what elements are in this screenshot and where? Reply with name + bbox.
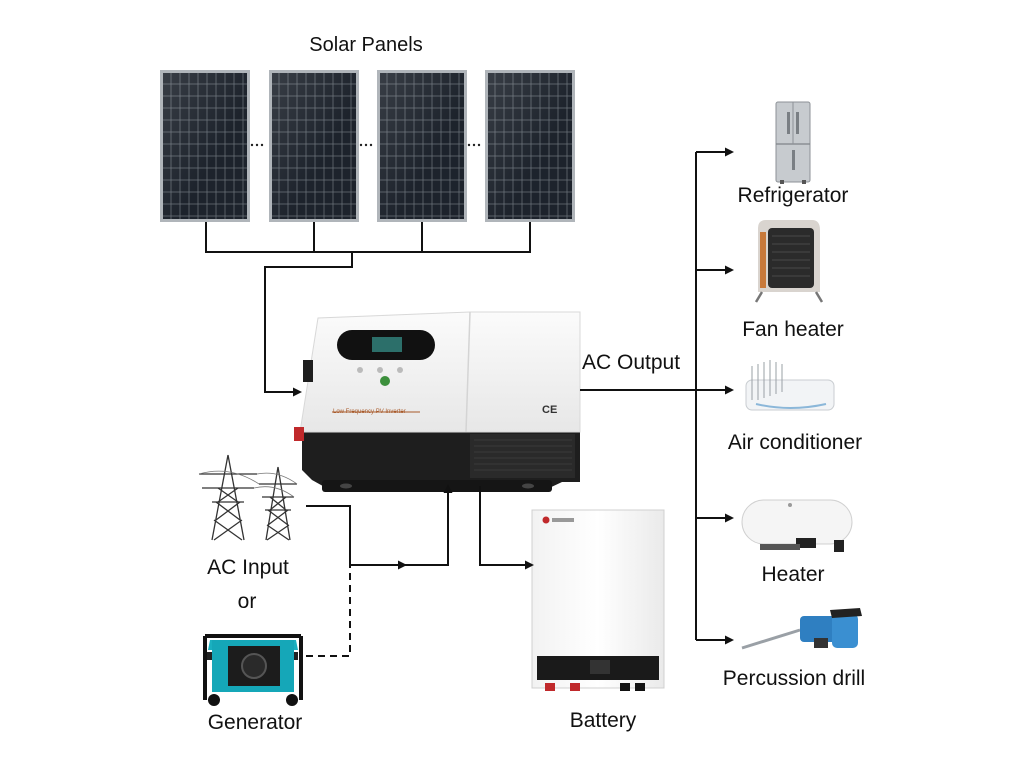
solar-panel-3 <box>377 70 467 222</box>
appliance-label-percussion-drill: Percussion drill <box>722 667 866 690</box>
transmission-tower-icon <box>198 454 298 541</box>
appliance-label-air-conditioner: Air conditioner <box>727 431 863 454</box>
air-conditioner-icon <box>745 360 835 411</box>
solar-panel-4 <box>485 70 575 222</box>
ac-input-label: AC Input <box>207 556 289 579</box>
battery-label: Battery <box>569 709 637 732</box>
inverter <box>294 311 581 492</box>
ac-output-label: AC Output <box>582 351 681 374</box>
ce-mark: CE <box>542 404 558 416</box>
panel-wiring <box>205 222 531 397</box>
input-wiring <box>306 484 534 657</box>
battery-icon <box>531 509 665 691</box>
solar-panel-1 <box>160 70 250 222</box>
inverter-model-text: Low Frequency PV Inverter <box>333 409 406 415</box>
water-heater-icon <box>741 499 853 552</box>
appliance-label-fan-heater: Fan heater <box>742 318 844 341</box>
solar-panel-2 <box>269 70 359 222</box>
or-label: or <box>237 590 257 613</box>
fan-heater-icon <box>754 220 824 303</box>
generator-label: Generator <box>207 711 303 734</box>
solar-panels-label: Solar Panels <box>309 34 423 56</box>
appliance-label-refrigerator: Refrigerator <box>737 184 849 207</box>
output-wiring <box>580 147 734 645</box>
generator-icon <box>203 634 303 706</box>
percussion-drill-icon <box>741 608 862 650</box>
appliance-label-heater: Heater <box>761 563 825 586</box>
panel-ellipsis <box>250 143 481 147</box>
refrigerator-icon <box>775 101 811 184</box>
